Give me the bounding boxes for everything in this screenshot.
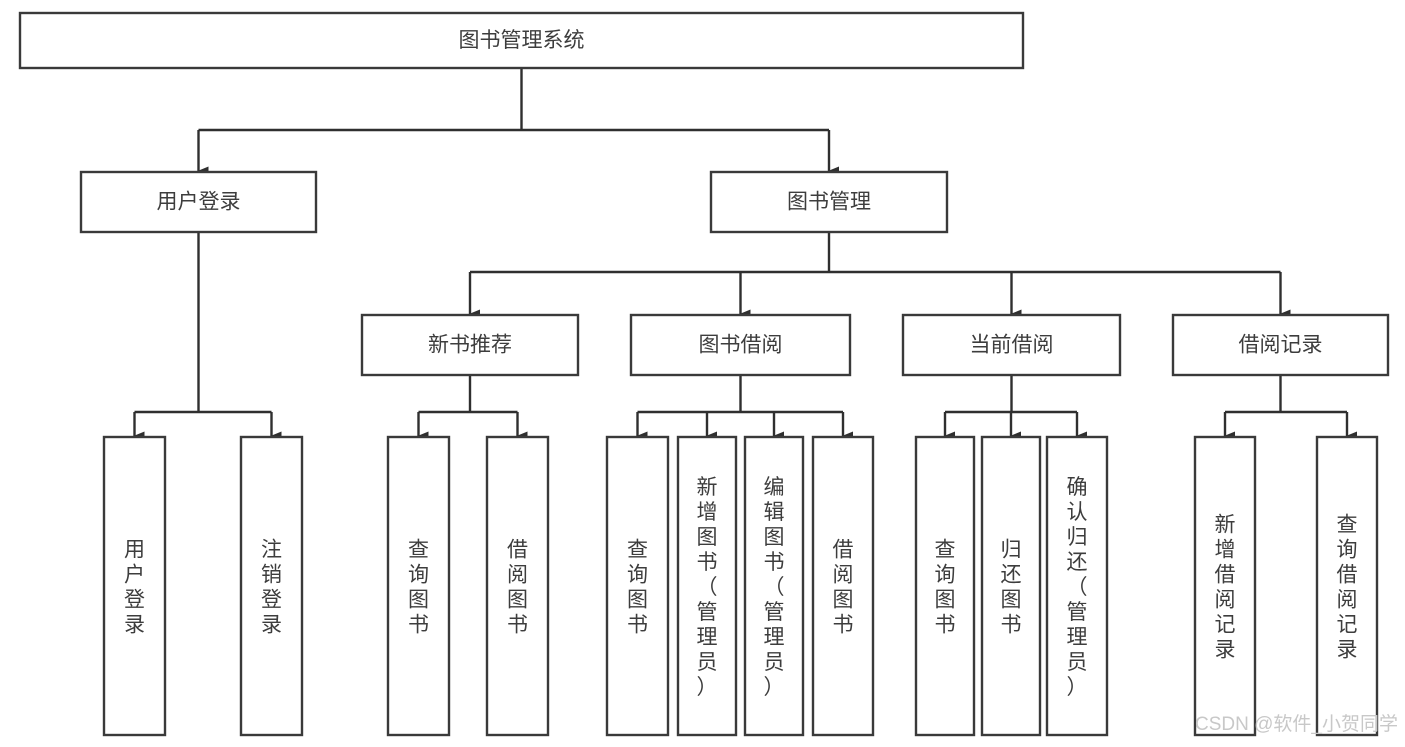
- node-label: 查询图书: [935, 539, 956, 637]
- node-label: 图书管理: [787, 191, 871, 214]
- node-leaf-add-record[interactable]: 新增借阅记录: [1193, 435, 1257, 737]
- node-box: [360, 313, 580, 377]
- node-label: 归还图书: [1001, 539, 1022, 637]
- node-label: 当前借阅: [970, 334, 1054, 357]
- node-label: 借阅图书: [507, 539, 528, 637]
- node-label: 新增借阅记录: [1215, 514, 1236, 662]
- node-box: [811, 435, 875, 737]
- node-box: [709, 170, 949, 234]
- node-label: 新书推荐: [428, 334, 512, 357]
- node-leaf-query-record[interactable]: 查询借阅记录: [1315, 435, 1379, 737]
- node-user-login[interactable]: 用户登录: [79, 170, 318, 234]
- node-leaf-add-book[interactable]: 新增图书（管理员）: [676, 435, 738, 737]
- connector-lines: [133, 68, 1357, 441]
- node-leaf-borrow-book-bb[interactable]: 借阅图书: [811, 435, 875, 737]
- node-label: 用户登录: [124, 539, 145, 637]
- node-box: [901, 313, 1122, 377]
- node-label: 查询图书: [627, 539, 648, 637]
- node-leaf-logout[interactable]: 注销登录: [239, 435, 304, 737]
- node-box: [1171, 313, 1390, 377]
- node-boxes: 图书管理系统用户登录图书管理新书推荐图书借阅当前借阅借阅记录用户登录注销登录查询…: [18, 11, 1390, 737]
- node-box: [914, 435, 976, 737]
- csdn-watermark: CSDN @软件_小贺同学: [1195, 713, 1398, 735]
- node-box: [605, 435, 670, 737]
- node-box: [1193, 435, 1257, 737]
- node-box: [102, 435, 167, 737]
- node-box: [1315, 435, 1379, 737]
- node-box: [386, 435, 451, 737]
- node-leaf-edit-book[interactable]: 编辑图书（管理员）: [743, 435, 805, 737]
- node-leaf-query-book-bb[interactable]: 查询图书: [605, 435, 670, 737]
- node-label: 查询借阅记录: [1337, 514, 1358, 662]
- node-box: [239, 435, 304, 737]
- node-label: 借阅记录: [1239, 334, 1323, 357]
- node-leaf-query-book-cb[interactable]: 查询图书: [914, 435, 976, 737]
- node-box: [743, 435, 805, 737]
- node-label: 编辑图书（管理员）: [764, 476, 785, 699]
- node-label: 图书管理系统: [459, 29, 585, 52]
- node-leaf-query-book-rec[interactable]: 查询图书: [386, 435, 451, 737]
- node-box: [485, 435, 550, 737]
- node-leaf-borrow-book-rec[interactable]: 借阅图书: [485, 435, 550, 737]
- node-current-borrow[interactable]: 当前借阅: [901, 313, 1122, 377]
- node-label: 新增图书（管理员）: [697, 476, 718, 699]
- node-box: [629, 313, 852, 377]
- node-borrow-record[interactable]: 借阅记录: [1171, 313, 1390, 377]
- node-label: 用户登录: [157, 191, 241, 214]
- node-leaf-return-book[interactable]: 归还图书: [980, 435, 1042, 737]
- node-label: 注销登录: [261, 539, 282, 637]
- node-book-manage[interactable]: 图书管理: [709, 170, 949, 234]
- node-label: 借阅图书: [833, 539, 854, 637]
- node-label: 查询图书: [408, 539, 429, 637]
- node-new-book-rec[interactable]: 新书推荐: [360, 313, 580, 377]
- node-box: [1045, 435, 1109, 737]
- node-root[interactable]: 图书管理系统: [18, 11, 1025, 70]
- node-leaf-confirm-return[interactable]: 确认归还（管理员）: [1045, 435, 1109, 737]
- node-box: [676, 435, 738, 737]
- node-box: [79, 170, 318, 234]
- node-leaf-user-login[interactable]: 用户登录: [102, 435, 167, 737]
- node-box: [18, 11, 1025, 70]
- node-box: [980, 435, 1042, 737]
- node-label: 确认归还（管理员）: [1067, 476, 1088, 699]
- node-book-borrow[interactable]: 图书借阅: [629, 313, 852, 377]
- node-label: 图书借阅: [699, 334, 783, 357]
